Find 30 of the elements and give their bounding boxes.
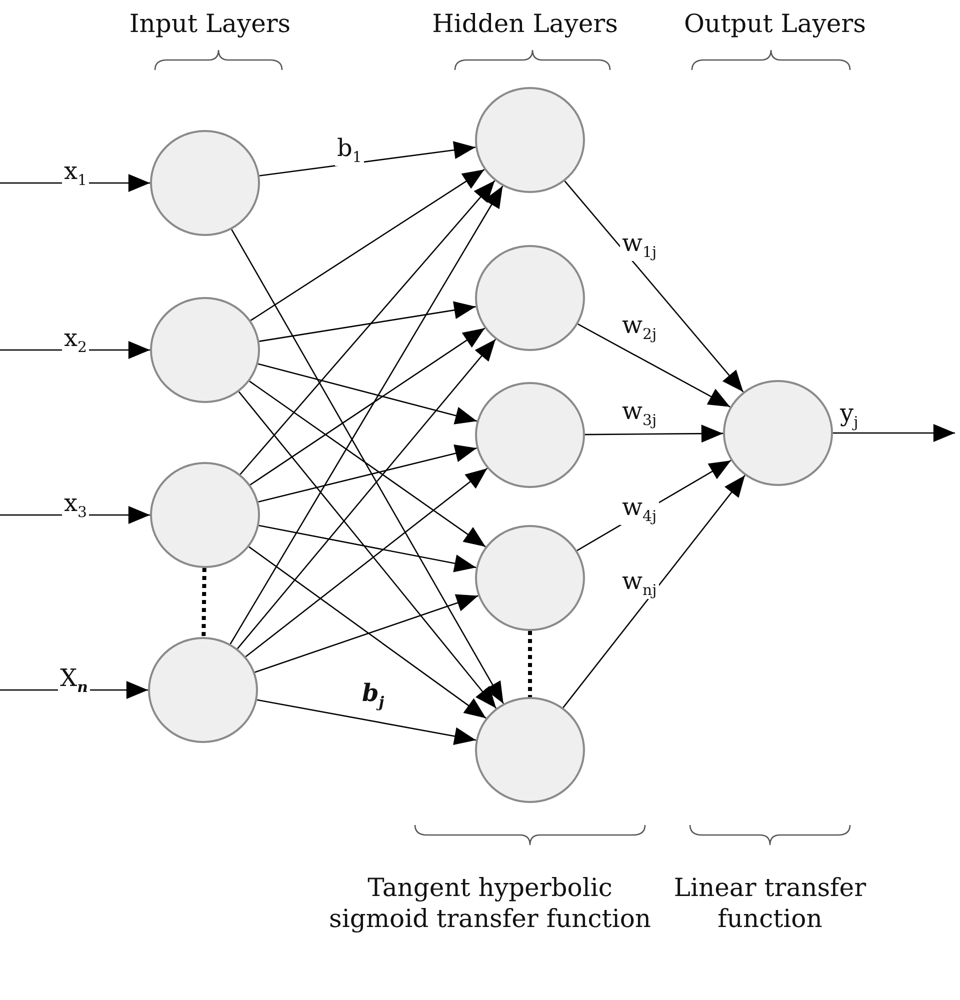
arrow — [258, 524, 476, 572]
edge-label: b$_{j}$ — [360, 680, 386, 711]
arrow — [585, 424, 723, 443]
arrow — [231, 229, 504, 704]
arrow — [578, 324, 730, 408]
arrow — [230, 186, 504, 644]
arrow — [250, 168, 485, 322]
layer-heading: Hidden Layers — [431, 8, 619, 40]
layer-heading: Output Layers — [683, 8, 867, 40]
arrow — [258, 363, 478, 424]
arrow — [259, 301, 476, 342]
arrow — [248, 546, 486, 719]
layer-heading: Input Layers — [128, 8, 292, 40]
arrow — [245, 468, 488, 658]
layer-caption: Linear transfer function — [672, 872, 868, 934]
arrow — [256, 699, 476, 746]
arrow — [240, 180, 496, 475]
arrow — [238, 391, 497, 709]
dotted-line — [202, 568, 206, 638]
arrow — [254, 594, 478, 673]
arrow — [249, 380, 486, 548]
dotted-line — [528, 631, 532, 697]
arrow — [562, 474, 746, 708]
arrow — [258, 444, 477, 503]
layer-caption: Tangent hyperbolic sigmoid transfer function — [328, 872, 652, 934]
arrow — [236, 338, 496, 650]
edge-label: b$_{1}$ — [335, 135, 364, 166]
arrow — [250, 328, 486, 486]
arrow — [564, 180, 744, 392]
arrow — [833, 424, 955, 442]
